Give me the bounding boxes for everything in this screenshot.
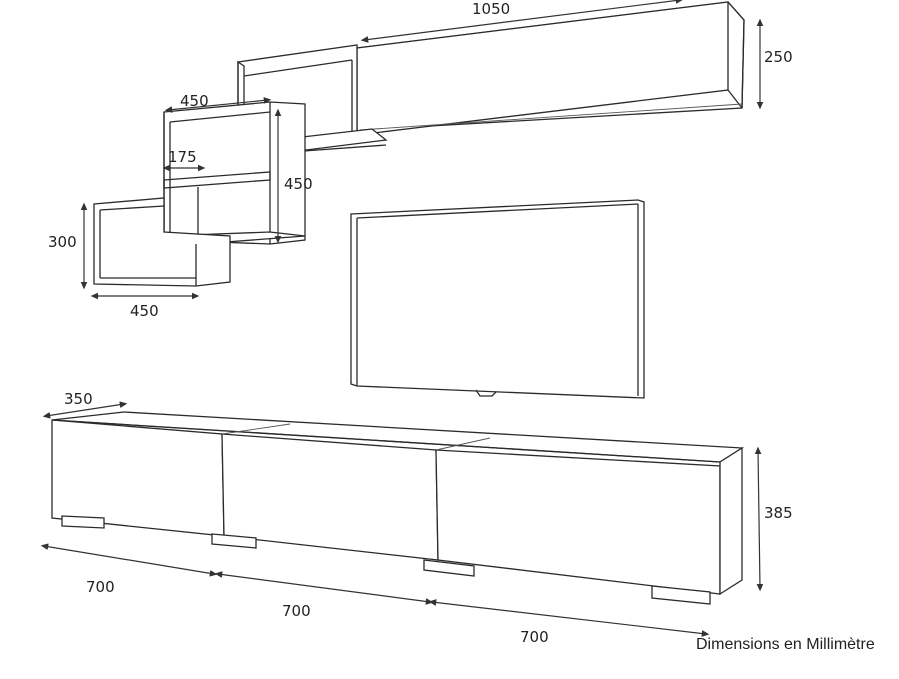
dim-base-section-1: 700 [86,578,115,596]
tv-screen [350,199,645,399]
middle-shelf-unit [163,101,306,245]
dimension-arrow-icon [164,97,272,113]
dim-base-section-3: 700 [520,628,549,646]
dim-base-height: 385 [764,504,793,522]
dimension-labels: 1050 250 450 175 450 300 450 350 385 700… [48,0,793,646]
dim-top-cabinet-width: 1050 [472,0,510,18]
dim-shelf-height: 450 [284,175,313,193]
dim-shelf-width: 450 [180,92,209,110]
dim-shelf-inner: 175 [168,148,197,166]
dimension-arrow-icon [42,401,128,419]
dimension-arrow-icon [214,571,434,605]
dim-top-cabinet-height: 250 [764,48,793,66]
units-caption: Dimensions en Millimètre [696,636,875,653]
dimension-arrow-icon [40,543,218,577]
dim-box-height: 300 [48,233,77,251]
dimension-arrow-icon [428,599,710,637]
dimension-arrow-icon [360,0,684,43]
dimension-arrow-icon [754,446,764,592]
small-box-shelf [93,197,231,287]
dim-box-width: 450 [130,302,159,320]
top-wall-cabinet [356,1,745,136]
dimension-lines [40,0,764,637]
dim-base-depth: 350 [64,390,93,408]
base-tv-unit [51,411,745,605]
dim-base-section-2: 700 [282,602,311,620]
